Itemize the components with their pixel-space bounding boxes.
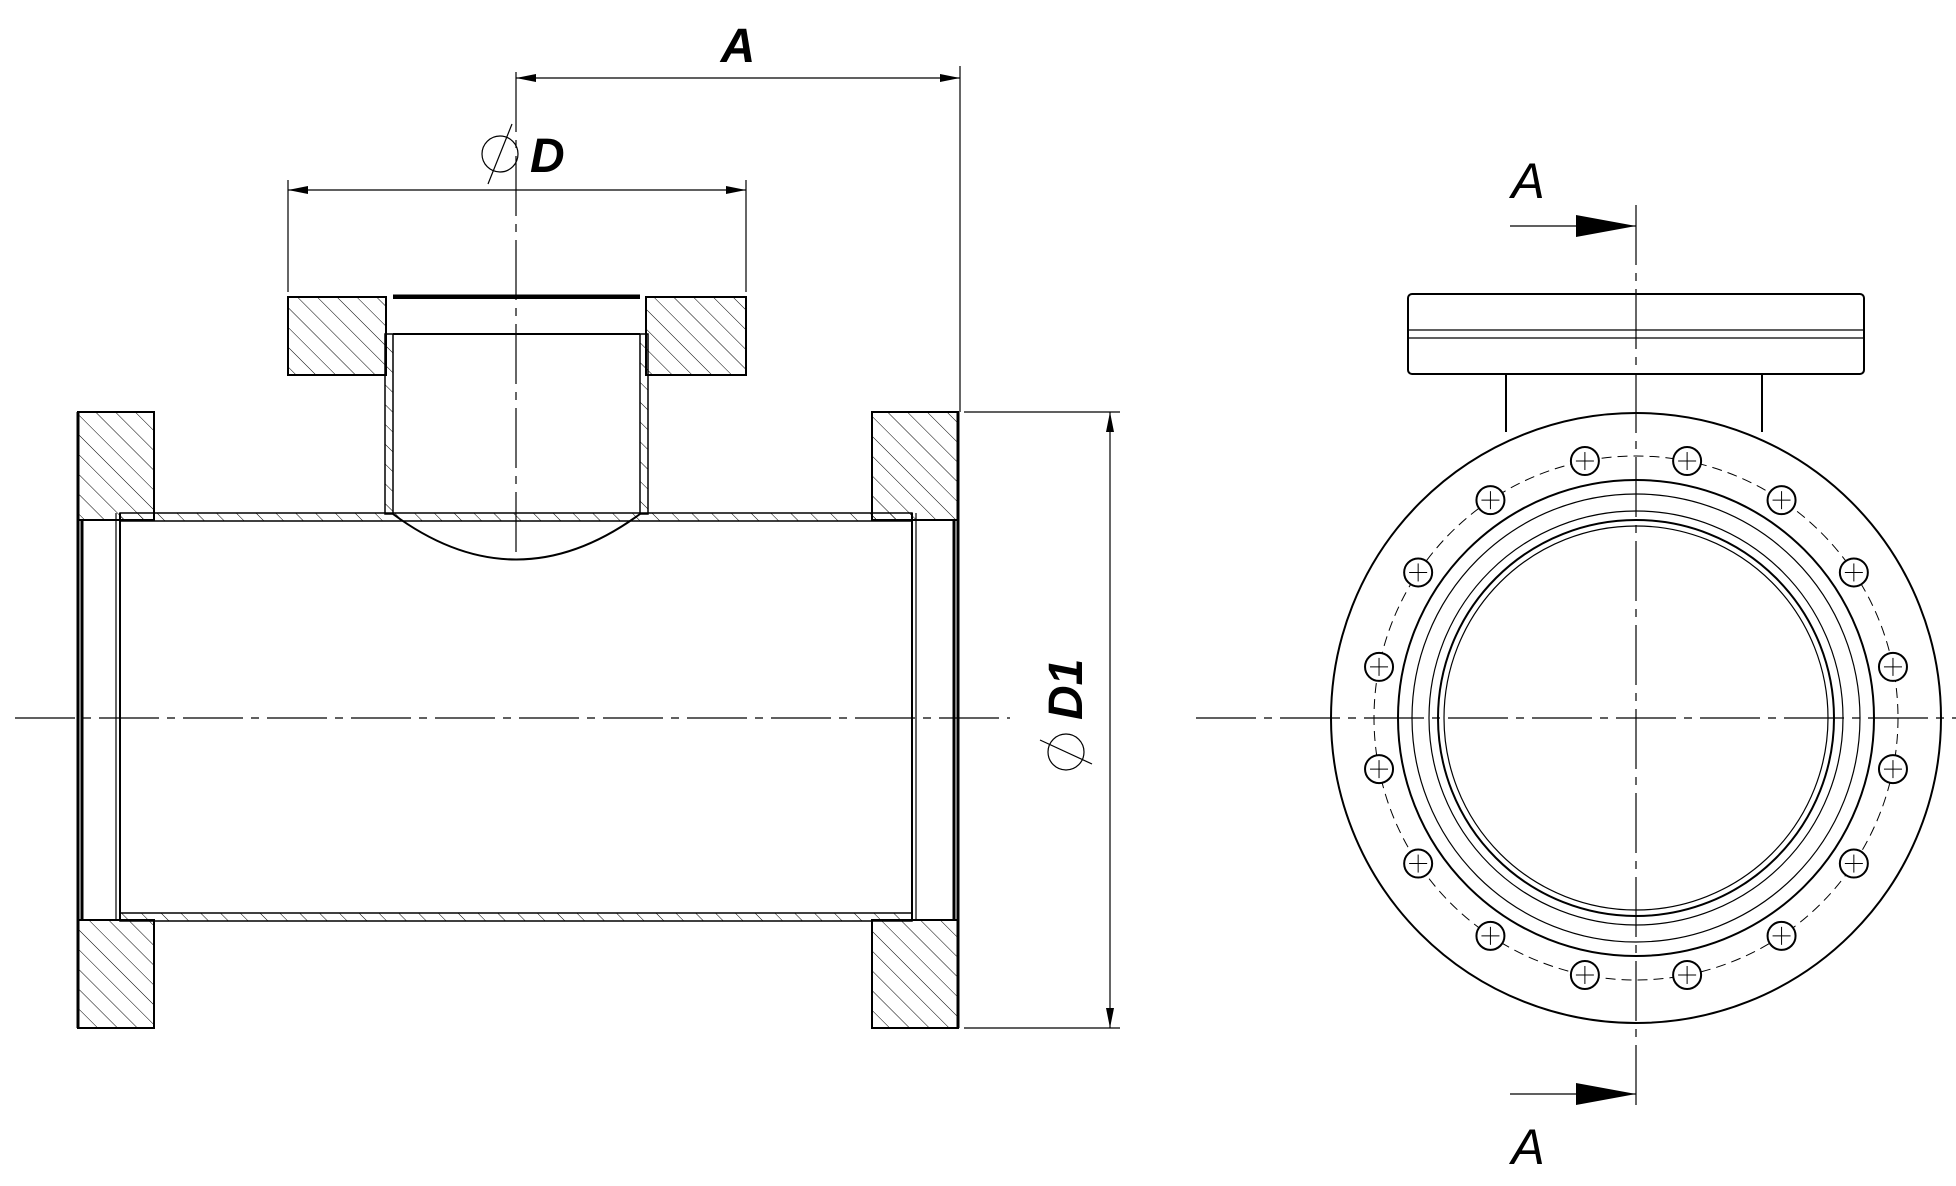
dimension-d: D (287, 123, 747, 292)
right-flange (871, 411, 960, 1029)
dimension-d1-label: D1 (1040, 659, 1093, 720)
bolt-hole (1877, 754, 1908, 785)
diameter-symbol-icon (1039, 733, 1093, 771)
dimension-d1: D1 (964, 411, 1120, 1029)
dimension-d-label: D (530, 130, 565, 183)
dimension-a-label: A (720, 20, 756, 73)
dimension-a: A (516, 20, 961, 412)
bolt-hole (1672, 446, 1703, 477)
section-arrow-bottom: A (1508, 1083, 1636, 1175)
branch-pipe (384, 294, 649, 561)
bolt-hole (1877, 651, 1908, 682)
bolt-hole (1403, 848, 1434, 879)
bolt-holes (1364, 446, 1908, 990)
diameter-symbol-icon (481, 123, 519, 185)
bolt-hole (1838, 848, 1869, 879)
bolt-hole (1766, 920, 1797, 951)
main-pipe (115, 512, 917, 922)
bolt-hole (1475, 920, 1506, 951)
bolt-hole (1766, 485, 1797, 516)
bolt-hole (1364, 754, 1395, 785)
bolt-hole (1569, 959, 1600, 990)
bolt-hole (1838, 557, 1869, 588)
top-flange (287, 296, 747, 376)
bolt-hole (1569, 446, 1600, 477)
end-view: A A (1196, 153, 1956, 1175)
bolt-hole (1672, 959, 1703, 990)
main-flange-face (1330, 412, 1942, 1024)
bolt-hole (1364, 651, 1395, 682)
section-arrow-top: A (1508, 153, 1636, 237)
branch-flange-side (1407, 293, 1865, 432)
section-label-bottom: A (1508, 1119, 1544, 1175)
section-label-top: A (1508, 153, 1544, 209)
side-section-view: A D D1 (15, 20, 1120, 1029)
bolt-hole (1403, 557, 1434, 588)
bolt-hole (1475, 485, 1506, 516)
